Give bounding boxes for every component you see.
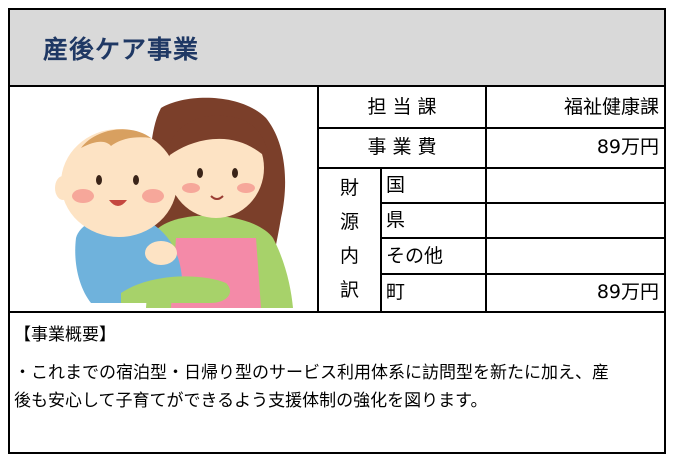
baby-eye-left <box>96 175 102 185</box>
source-amount: 89万円 <box>596 281 659 303</box>
overview-text-line: 後も安心して子育てができるよう支援体制の強化を図ります。 <box>14 391 488 411</box>
source-name: 国 <box>386 174 406 196</box>
mother-bangs <box>166 115 269 160</box>
mother-eye-right <box>232 168 238 178</box>
mother-baby-illustration <box>55 97 293 308</box>
mother-cheek-right <box>237 183 255 193</box>
source-name: その他 <box>386 245 444 267</box>
source-label-char: 源 <box>339 211 359 233</box>
mother-cheek-left <box>182 183 200 193</box>
card-header: 産後ケア事業 <box>10 10 664 87</box>
baby-hair <box>81 129 151 148</box>
baby-mouth <box>109 200 127 206</box>
page-title: 産後ケア事業 <box>43 35 200 64</box>
mother-hand <box>145 241 177 265</box>
baby-eye-right <box>133 175 139 185</box>
baby-face <box>61 129 177 237</box>
cost-value: 89万円 <box>596 136 659 158</box>
source-name: 町 <box>386 281 406 303</box>
cost-label: 事 業 費 <box>367 136 437 158</box>
overview-text-line: ・これまでの宿泊型・日帰り型のサービス利用体系に訪問型を新たに加え、産 <box>14 363 609 383</box>
source-label-char: 訳 <box>339 279 359 301</box>
mother-arm <box>121 276 231 303</box>
dept-label: 担 当 課 <box>367 96 437 118</box>
source-label-char: 財 <box>339 177 359 199</box>
dept-value: 福祉健康課 <box>563 96 659 118</box>
project-card: 産後ケア事業 <box>8 8 666 454</box>
baby-cheek-right <box>142 189 164 203</box>
overview-heading: 【事業概要】 <box>14 325 116 345</box>
source-label-char: 内 <box>339 245 359 267</box>
mother-mouth <box>210 195 224 200</box>
baby-cheek-left <box>72 189 94 203</box>
baby-ear <box>55 176 71 200</box>
mother-eye-left <box>197 168 203 178</box>
source-name: 県 <box>386 209 406 231</box>
